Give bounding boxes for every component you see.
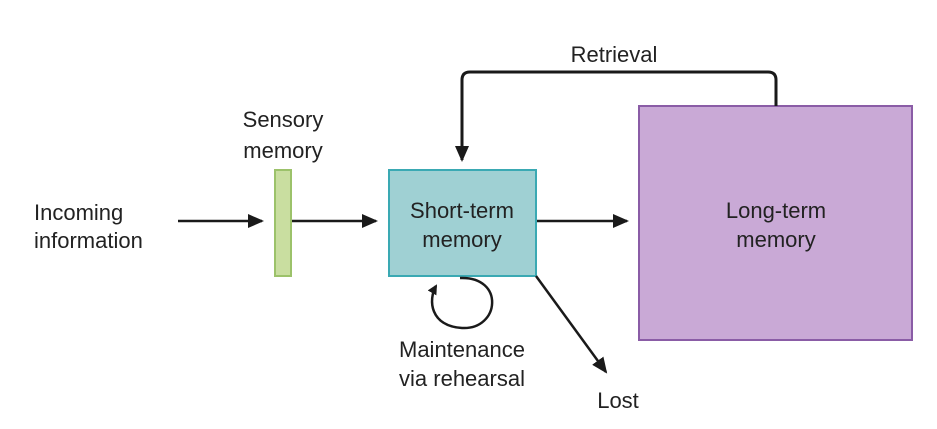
retrieval-label: Retrieval [571,42,658,67]
incoming-label-line1: Incoming [34,200,123,225]
maintenance-label-line2: via rehearsal [399,366,525,391]
sensory-label-line1: Sensory [243,107,324,132]
rehearsal-loop-arrow [432,278,492,328]
sensory-label-line2: memory [243,138,322,163]
long-term-label-line2: memory [736,227,815,252]
short-term-memory-box [389,170,536,276]
lost-arrow [536,276,606,372]
short-term-label-line1: Short-term [410,198,514,223]
lost-label: Lost [597,388,639,413]
long-term-memory-box [639,106,912,340]
long-term-label-line1: Long-term [726,198,826,223]
short-term-label-line2: memory [422,227,501,252]
maintenance-label-line1: Maintenance [399,337,525,362]
incoming-label-line2: information [34,228,143,253]
sensory-memory-bar [275,170,291,276]
